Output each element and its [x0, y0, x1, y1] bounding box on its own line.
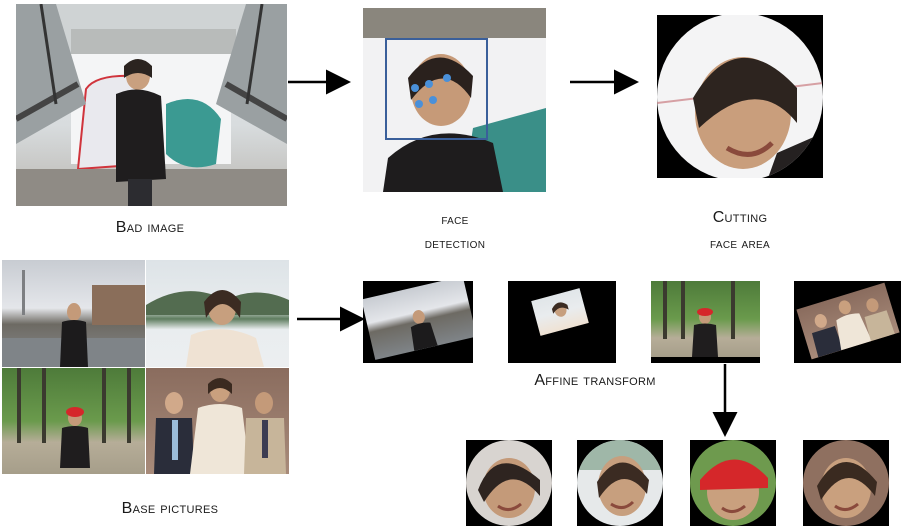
face-detection-label-1: face — [441, 211, 469, 227]
face-detection-photo — [363, 8, 546, 192]
face-crop-1 — [466, 440, 552, 526]
cutting-label-2: face area — [710, 235, 770, 251]
base-picture-1 — [2, 260, 145, 367]
affine-result-3 — [651, 281, 760, 363]
base-picture-4 — [146, 368, 289, 474]
affine-result-2 — [508, 281, 616, 363]
affine-result-4 — [794, 281, 901, 363]
face-detection-label-2: detection — [424, 235, 486, 251]
affine-result-1 — [363, 281, 473, 363]
cutting-label-1: Cutting — [712, 209, 768, 226]
landmark-points — [411, 74, 451, 108]
affine-transform-label: Affine transform — [534, 372, 656, 389]
cut-face-circle — [657, 15, 823, 178]
face-crop-2 — [577, 440, 663, 526]
base-pictures-label: Base pictures — [121, 500, 219, 517]
base-picture-2 — [146, 260, 289, 367]
face-crop-3 — [690, 440, 776, 526]
bad-image-label: Bad image — [115, 219, 185, 236]
bad-image-photo — [16, 4, 287, 206]
detection-box — [385, 38, 488, 140]
face-crop-4 — [803, 440, 889, 526]
cut-face-frame — [657, 15, 823, 178]
base-picture-3 — [2, 368, 145, 474]
